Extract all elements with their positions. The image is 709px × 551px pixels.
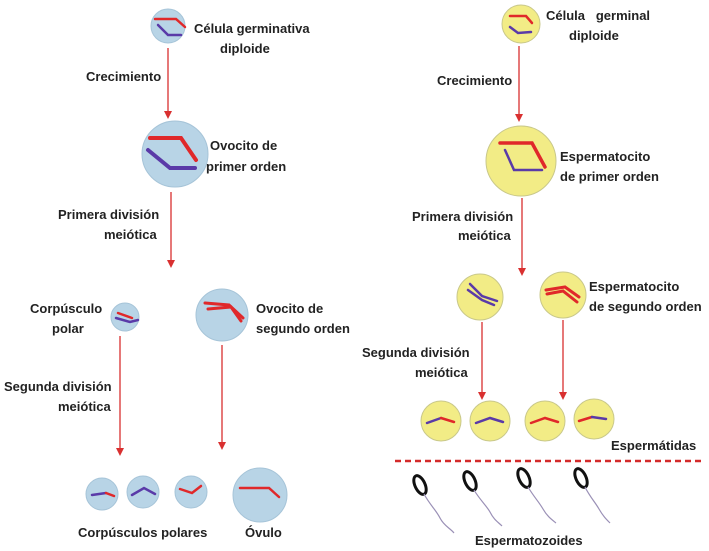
spermatozoon [516, 467, 557, 524]
ovo-first-division-label-1: Primera división [58, 207, 159, 222]
primary-spermatocyte-label-2: de primer orden [560, 169, 659, 184]
primary-oocyte-label-1: Ovocito de [210, 138, 277, 153]
ovo-germ-cell-label-2: diploide [220, 41, 270, 56]
ovo-germ-cell [150, 8, 187, 44]
ovo-second-division-label-2: meiótica [58, 399, 112, 414]
sperm-germ-cell [501, 4, 541, 44]
ovo-growth-label: Crecimiento [86, 69, 161, 84]
spermatid-cell [469, 400, 511, 442]
polar-body-small [126, 475, 160, 509]
secondary-spermatocyte-label-1: Espermatocito [589, 279, 679, 294]
spermatozoa-label: Espermatozoides [475, 533, 583, 548]
secondary-spermatocyte-cell [539, 271, 587, 319]
spermatozoon [462, 470, 503, 527]
primary-oocyte-label-2: primer orden [206, 159, 286, 174]
ovo-first-division-label-2: meiótica [104, 227, 158, 242]
secondary-oocyte-label-2: segundo orden [256, 321, 350, 336]
polar-body-small [85, 477, 119, 511]
secondary-spermatocyte-label-2: de segundo orden [589, 299, 702, 314]
sperm-germ-cell-label-1: Célula germinal [546, 8, 650, 23]
spermatozoon [573, 467, 611, 524]
sperm-second-division-label-1: Segunda división [362, 345, 470, 360]
spermatids-label: Espermátidas [611, 438, 696, 453]
spermatid-cell [524, 400, 566, 442]
polar-body-label-1: Corpúsculo [30, 301, 102, 316]
polar-body-cell [110, 302, 140, 332]
polar-body-label-2: polar [52, 321, 84, 336]
sperm-second-division-label-2: meiótica [415, 365, 469, 380]
oogenesis-panel: Célula germinativa diploide Crecimiento … [4, 8, 350, 540]
primary-oocyte-cell [141, 120, 209, 188]
polar-body-small [174, 475, 208, 509]
sperm-first-division-label-1: Primera división [412, 209, 513, 224]
sperm-growth-label: Crecimiento [437, 73, 512, 88]
primary-spermatocyte-cell [485, 125, 557, 197]
ovo-second-division-label-1: Segunda división [4, 379, 112, 394]
sperm-germ-cell-label-2: diploide [569, 28, 619, 43]
polar-bodies-label: Corpúsculos polares [78, 525, 207, 540]
primary-spermatocyte-label-1: Espermatocito [560, 149, 650, 164]
spermatid-cell [573, 398, 615, 440]
secondary-oocyte-cell [195, 288, 249, 342]
ovum-label: Óvulo [245, 525, 282, 540]
spermatid-cell [420, 400, 462, 442]
ovo-germ-cell-label-1: Célula germinativa [194, 21, 310, 36]
spermatozoon [412, 474, 455, 534]
sperm-first-division-label-2: meiótica [458, 228, 512, 243]
ovum-cell [232, 467, 288, 523]
secondary-spermatocyte-cell [456, 273, 504, 321]
secondary-oocyte-label-1: Ovocito de [256, 301, 323, 316]
spermatogenesis-panel: Célula germinal diploide Crecimiento Esp… [362, 4, 705, 548]
